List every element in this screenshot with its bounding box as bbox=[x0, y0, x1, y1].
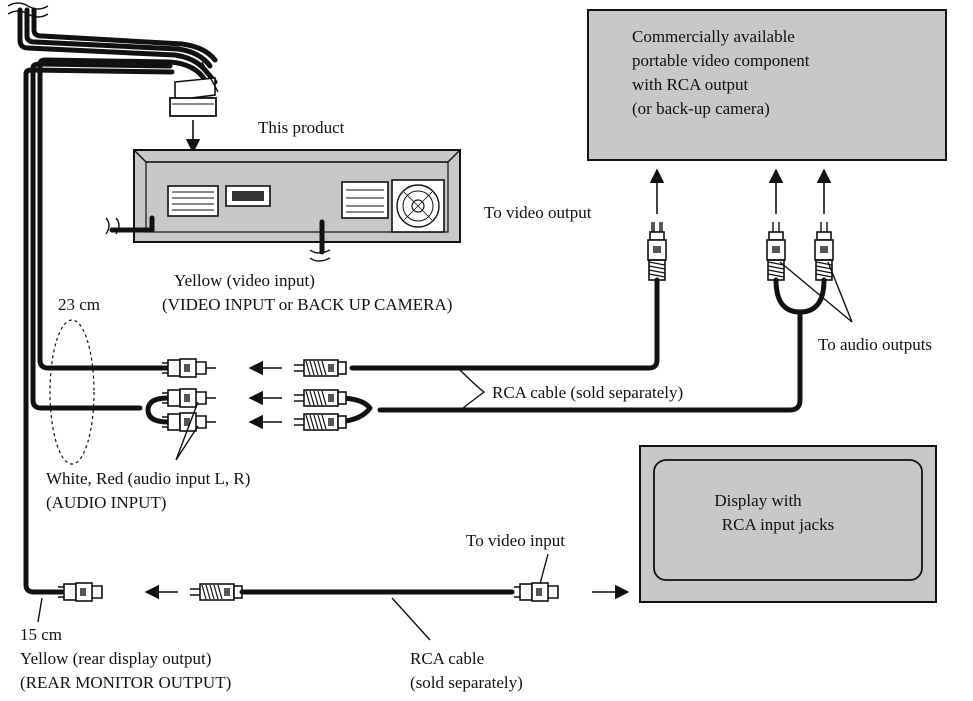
connector-icon bbox=[167, 185, 219, 217]
display-line-1: Display with bbox=[714, 491, 802, 510]
plug-icon bbox=[161, 358, 207, 378]
source-line-3: with RCA output bbox=[632, 75, 748, 94]
to-video-input-label: To video input bbox=[466, 531, 565, 550]
video-source-box bbox=[587, 9, 947, 161]
rca-cable-label-2: RCA cable bbox=[410, 649, 484, 668]
rear-display-output-label: Yellow (rear display output) bbox=[20, 649, 211, 668]
yellow-video-input-label: Yellow (video input) bbox=[174, 271, 315, 290]
plug-icon bbox=[293, 389, 347, 407]
rear-monitor-output-label: (REAR MONITOR OUTPUT) bbox=[20, 673, 231, 692]
rca-cable-label-1: RCA cable (sold separately) bbox=[492, 383, 683, 402]
display-box bbox=[639, 445, 937, 603]
video-rca-cable bbox=[349, 277, 660, 371]
source-line-1: Commercially available bbox=[632, 27, 795, 46]
source-line-2: portable video component bbox=[632, 51, 810, 70]
plug-icon bbox=[57, 582, 103, 602]
plug-icon bbox=[293, 413, 347, 431]
head-unit bbox=[105, 149, 461, 262]
audio-input-label: (AUDIO INPUT) bbox=[46, 493, 166, 512]
length-23-marker bbox=[49, 319, 95, 465]
plug-icon bbox=[161, 412, 207, 432]
plug-icon bbox=[766, 221, 786, 281]
plug-icon bbox=[513, 582, 559, 602]
rca-cable-sold-label: (sold separately) bbox=[410, 673, 523, 692]
length-15-label: 15 cm bbox=[20, 625, 62, 644]
harness-connector bbox=[169, 61, 219, 117]
audio-input-cable bbox=[145, 395, 171, 425]
audio-y-cable bbox=[773, 277, 827, 315]
to-video-output-label: To video output bbox=[484, 203, 592, 222]
length-23-label: 23 cm bbox=[58, 295, 100, 314]
source-line-4: (or back-up camera) bbox=[632, 99, 770, 118]
plug-icon bbox=[161, 388, 207, 408]
display-line-2: RCA input jacks bbox=[722, 515, 834, 534]
product-label: This product bbox=[258, 118, 345, 137]
harness-bundle bbox=[7, 2, 218, 595]
plug-icon bbox=[293, 359, 347, 377]
white-red-label: White, Red (audio input L, R) bbox=[46, 469, 250, 488]
plug-icon bbox=[814, 221, 834, 281]
video-input-camera-label: (VIDEO INPUT or BACK UP CAMERA) bbox=[162, 295, 452, 314]
plug-icon bbox=[189, 583, 243, 601]
to-audio-outputs-label: To audio outputs bbox=[818, 335, 932, 354]
plug-icon bbox=[647, 221, 667, 281]
